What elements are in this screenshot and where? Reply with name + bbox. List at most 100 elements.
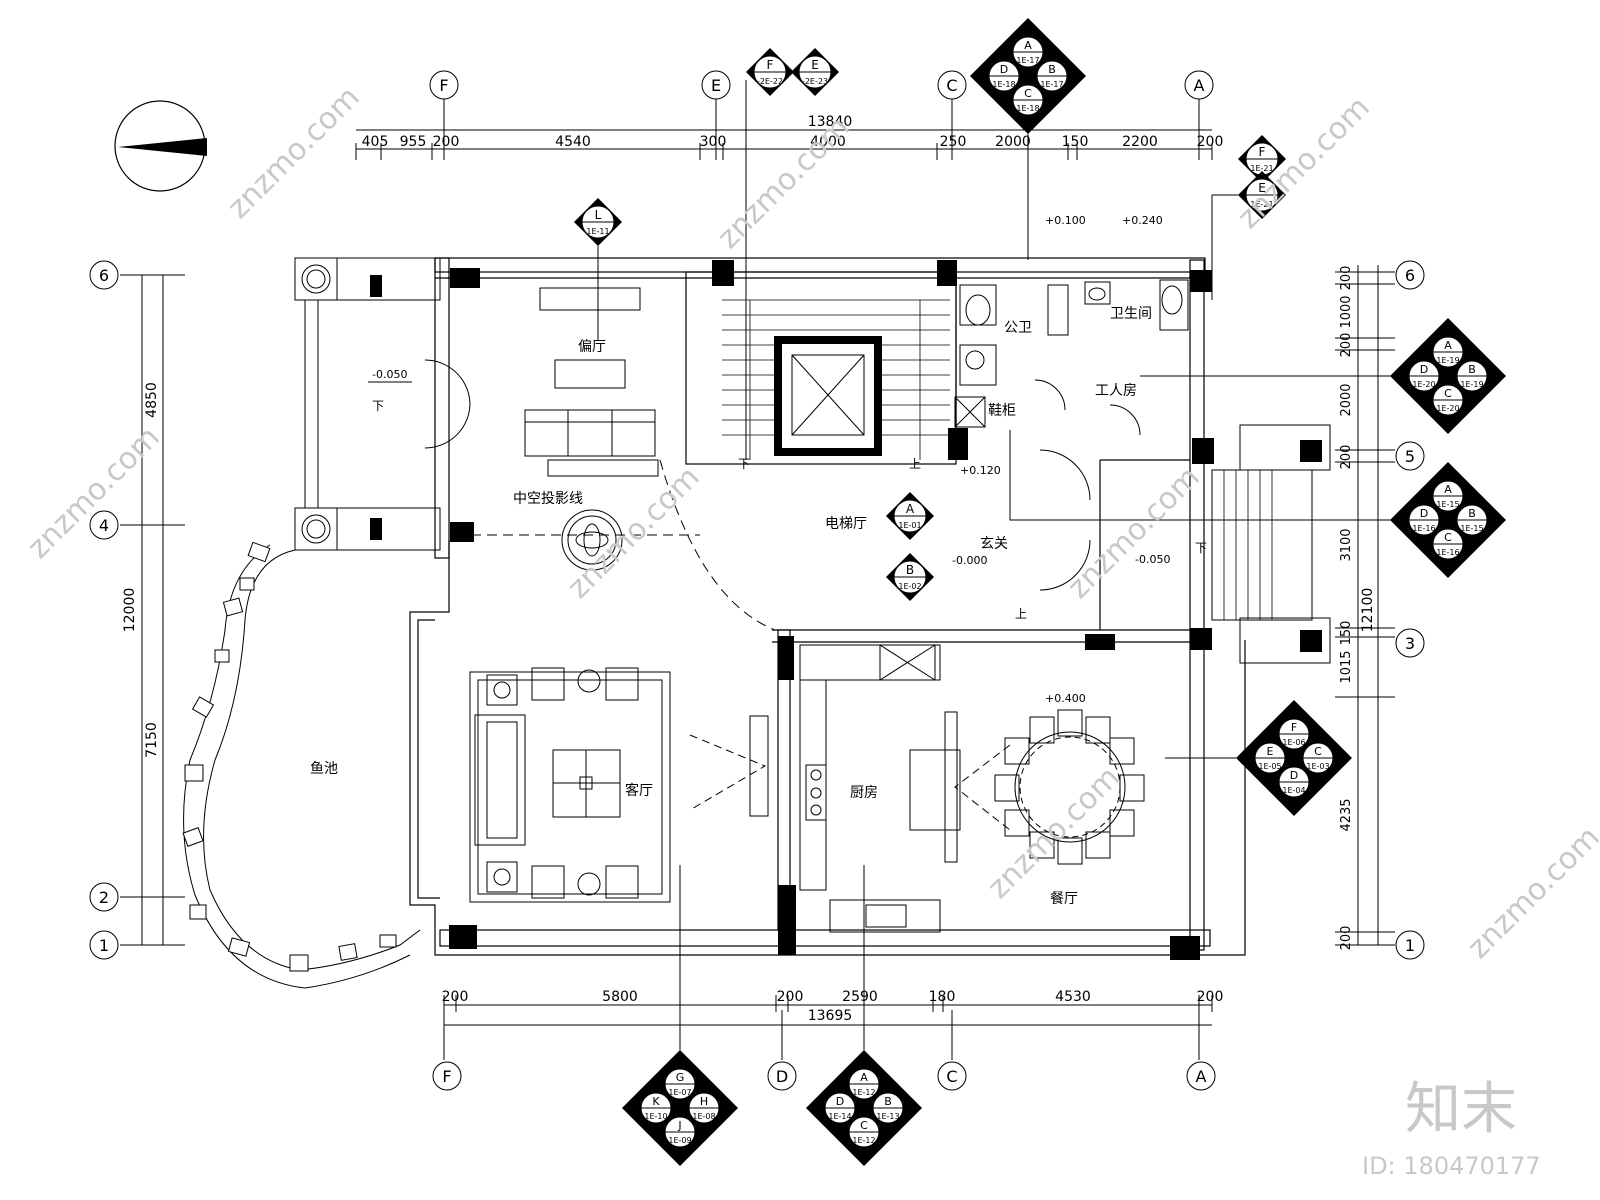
- dim-label: 200: [1339, 266, 1354, 291]
- level-dining: +0.400: [1045, 692, 1086, 705]
- index-symbol-L: L 1E-11: [574, 198, 622, 340]
- index-letter: D: [1420, 507, 1428, 520]
- watermark-brand: 知末: [1405, 1077, 1517, 1142]
- dim-label: 200: [433, 134, 460, 150]
- room-label-servant-room: 工人房: [1095, 383, 1137, 399]
- index-letter: H: [700, 1095, 708, 1108]
- index-letter: C: [1024, 87, 1032, 100]
- index-ref: 1E-19: [1436, 356, 1459, 365]
- index-ref: -2E-22: [757, 77, 783, 86]
- axis-label: D: [776, 1067, 788, 1086]
- elevator-shaft: [774, 336, 882, 456]
- living-room-furniture: [469, 667, 769, 903]
- dim-label: 250: [940, 134, 967, 150]
- index-letter: C: [1444, 531, 1452, 544]
- dim-label: 200: [1339, 333, 1354, 358]
- axis-label: A: [1196, 1067, 1207, 1086]
- level-foyer: -0.000: [952, 554, 987, 567]
- dim-label: 4000: [810, 134, 846, 150]
- structural-columns: [370, 260, 1322, 960]
- index-ref: 1E-07: [668, 1088, 691, 1097]
- top-dimension-chain: [355, 98, 1213, 160]
- dim-total-bottom: 13695: [808, 1008, 853, 1024]
- dim-label: 200: [1197, 134, 1224, 150]
- level-markers: -0.050 +0.120 -0.000 -0.050 +0.100 +0.24…: [368, 214, 1170, 705]
- level-side-hall: -0.050: [372, 368, 407, 381]
- level-wc: +0.100: [1045, 214, 1086, 227]
- index-letter: L: [595, 208, 602, 222]
- index-letter: D: [1000, 63, 1008, 76]
- dim-label: 2590: [842, 989, 878, 1005]
- index-ref: 1E-04: [1282, 786, 1305, 795]
- index-ref: 1E-16: [1436, 548, 1459, 557]
- axis-label: 6: [1405, 266, 1415, 285]
- room-label-public-wc: 公卫: [1004, 320, 1032, 336]
- axis-label: C: [946, 76, 957, 95]
- room-label-side-hall: 偏厅: [578, 339, 606, 355]
- index-letter: E: [811, 58, 819, 72]
- index-ref: 1E-05: [1258, 762, 1281, 771]
- room-label-living-room: 客厅: [625, 782, 653, 799]
- dim-label: 2000: [995, 134, 1031, 150]
- bottom-dim-labels: 200 5800 200 2590 180 4530 200: [442, 989, 1224, 1005]
- index-letter: D: [836, 1095, 844, 1108]
- index-cluster-right-1: A 1E-19 D 1E-20 B 1E-19 C 1E-20: [1390, 318, 1506, 434]
- ceiling-void-ornament: [561, 509, 623, 571]
- level-steps: -0.050: [1135, 553, 1170, 566]
- index-letter: A: [1444, 483, 1452, 496]
- index-letter: B: [1468, 363, 1476, 376]
- axis-bubbles-top: F E C A: [429, 70, 1214, 100]
- index-ref: 1E-19: [1460, 380, 1483, 389]
- dim-label: 405: [362, 134, 389, 150]
- dim-label: 300: [700, 134, 727, 150]
- level-bath: +0.240: [1122, 214, 1163, 227]
- dim-label: 180: [929, 989, 956, 1005]
- watermark-site: znzmo.com: [21, 420, 167, 566]
- dim-label: 2200: [1122, 134, 1158, 150]
- fish-pond: [183, 544, 421, 989]
- entry-steps: [1211, 470, 1273, 620]
- exterior-walls: [409, 257, 1246, 956]
- room-label-kitchen: 厨房: [850, 785, 878, 801]
- index-ref: 1E-06: [1282, 738, 1305, 747]
- dim-label: 1000: [1339, 295, 1354, 328]
- index-ref: 1E-02: [898, 582, 921, 591]
- index-letter: F: [1291, 721, 1297, 734]
- dim-total-left: 12000: [122, 588, 138, 633]
- index-ref: 1E-14: [828, 1112, 851, 1121]
- axis-bubbles-left: 6 4 2 1: [89, 260, 119, 960]
- dim-label: 5800: [602, 989, 638, 1005]
- dim-label: 2000: [1339, 383, 1354, 416]
- dim-label: 4540: [555, 134, 591, 150]
- dim-label: 7150: [144, 722, 160, 758]
- room-label-dining-room: 餐厅: [1050, 891, 1078, 907]
- doors: [424, 359, 1141, 591]
- void-line-label: 中空投影线: [513, 491, 583, 507]
- index-symbol-B-mid: B 1E-02: [886, 553, 934, 601]
- left-dimension-chain: [120, 274, 185, 946]
- dim-label: 200: [1339, 445, 1354, 470]
- axis-label: 5: [1405, 447, 1415, 466]
- axis-bubbles-bottom: F D C A: [432, 1061, 1216, 1091]
- watermark-site: znzmo.com: [711, 110, 857, 256]
- dim-label: 200: [1197, 989, 1224, 1005]
- steps-down-label: 下: [1195, 541, 1207, 555]
- void-projection-line: [455, 459, 776, 631]
- index-ref: 1E-17: [1016, 56, 1039, 65]
- watermark-site: znzmo.com: [1061, 460, 1207, 606]
- staircase: [722, 299, 950, 460]
- right-dim-labels: 200 1000 200 2000 200 3100 150 1015 4235…: [1339, 266, 1354, 951]
- index-ref: 1E-20: [1436, 404, 1459, 413]
- dim-label: 200: [1339, 926, 1354, 951]
- index-ref: 1E-21: [1250, 200, 1273, 209]
- room-label-bathroom: 卫生间: [1110, 306, 1152, 322]
- porch-down-label: 下: [372, 399, 384, 413]
- index-symbol-E-right: E 1E-21: [1211, 171, 1286, 300]
- index-letter: D: [1420, 363, 1428, 376]
- stair-down-label: 下: [738, 457, 750, 471]
- axis-label: 1: [99, 936, 109, 955]
- index-ref: 1E-20: [1412, 380, 1435, 389]
- axis-label: F: [439, 76, 448, 95]
- dim-label: 4530: [1055, 989, 1091, 1005]
- index-ref: 1E-17: [1040, 80, 1063, 89]
